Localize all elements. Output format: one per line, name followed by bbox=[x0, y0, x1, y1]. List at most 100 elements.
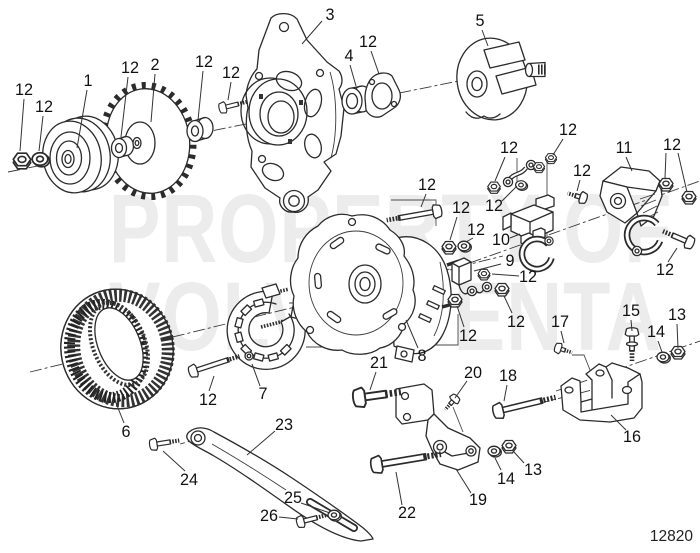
part-callout-3: 3 bbox=[325, 6, 334, 24]
hex-nut bbox=[501, 439, 517, 454]
leader-line bbox=[456, 305, 465, 328]
rotor-part bbox=[456, 37, 546, 121]
part-callout-20: 20 bbox=[464, 364, 482, 382]
leader-line bbox=[278, 516, 299, 520]
part-callout-12: 12 bbox=[359, 33, 377, 51]
part-callout-12: 12 bbox=[222, 64, 240, 82]
hex-nut bbox=[494, 282, 510, 297]
figure-number: 12820 bbox=[650, 528, 693, 545]
hex-nut bbox=[670, 345, 686, 360]
hex-nut bbox=[477, 268, 491, 281]
part-callout-12: 12 bbox=[485, 197, 503, 215]
part-callout-12: 12 bbox=[573, 162, 591, 180]
part-callout-2: 2 bbox=[150, 56, 159, 74]
small-bearing-part bbox=[110, 135, 142, 159]
part-callout-11: 11 bbox=[616, 139, 633, 157]
leader-line bbox=[349, 64, 357, 87]
leader-line bbox=[667, 247, 678, 263]
part-callout-12: 12 bbox=[467, 221, 485, 239]
part-callout-4: 4 bbox=[344, 47, 353, 65]
flat-washer bbox=[31, 151, 51, 168]
hex-nut bbox=[441, 240, 457, 255]
hex-nut bbox=[487, 181, 501, 194]
leader-line bbox=[197, 70, 204, 121]
terminal-ring bbox=[544, 236, 554, 246]
front-bracket-part bbox=[240, 12, 345, 213]
leader-line bbox=[494, 156, 506, 182]
pulley-part bbox=[42, 115, 119, 194]
part-callout-13: 13 bbox=[668, 306, 686, 324]
part-callout-23: 23 bbox=[275, 416, 293, 434]
leader-line bbox=[560, 330, 565, 344]
front-bearing-part bbox=[341, 85, 373, 115]
part-callout-1: 1 bbox=[83, 72, 92, 90]
hex-nut bbox=[532, 162, 546, 174]
part-callout-12: 12 bbox=[519, 268, 537, 286]
leader-line bbox=[501, 185, 518, 202]
bolt bbox=[491, 390, 557, 421]
part-callout-16: 16 bbox=[623, 428, 641, 446]
leader-line bbox=[455, 468, 472, 494]
leader-line bbox=[677, 152, 688, 193]
leader-line bbox=[481, 29, 489, 47]
part-callout-12: 12 bbox=[507, 313, 525, 331]
vertical-bolt bbox=[625, 328, 639, 361]
part-callout-5: 5 bbox=[475, 12, 484, 30]
leader-line bbox=[19, 98, 25, 152]
leader-line bbox=[676, 323, 679, 349]
leader-line bbox=[115, 402, 125, 424]
leader-line bbox=[473, 263, 502, 272]
leader-line bbox=[162, 450, 186, 472]
bearing-retainer-part bbox=[364, 72, 401, 118]
leader-line bbox=[513, 451, 525, 464]
leader-line bbox=[370, 50, 380, 75]
leader-line bbox=[657, 340, 663, 353]
part-callout-13: 13 bbox=[524, 461, 542, 479]
leader-line bbox=[494, 457, 502, 471]
flat-washer bbox=[515, 180, 529, 191]
leader-line bbox=[395, 471, 403, 506]
part-callout-17: 17 bbox=[551, 313, 569, 331]
hex-nut bbox=[12, 152, 32, 170]
leader-line bbox=[454, 380, 468, 399]
wire-clip-part bbox=[502, 159, 537, 188]
bolt bbox=[149, 434, 180, 451]
part-callout-22: 22 bbox=[398, 504, 416, 522]
leader-line bbox=[576, 179, 581, 192]
part-callout-7: 7 bbox=[258, 385, 267, 403]
regulator-cover-part bbox=[599, 166, 664, 257]
hex-nut bbox=[447, 293, 463, 308]
leader-line bbox=[246, 430, 276, 456]
spacer-part bbox=[186, 116, 214, 143]
bolt bbox=[352, 382, 403, 408]
part-callout-9: 9 bbox=[505, 252, 514, 270]
part-callout-24: 24 bbox=[180, 471, 198, 489]
part-callout-12: 12 bbox=[195, 53, 213, 71]
leader-line bbox=[449, 216, 458, 241]
brush-holder-part bbox=[502, 194, 555, 273]
leader-line bbox=[369, 371, 377, 391]
hex-nut bbox=[658, 177, 674, 192]
leader-line bbox=[405, 319, 419, 349]
part-callout-12: 12 bbox=[656, 261, 674, 279]
part-callout-8: 8 bbox=[417, 347, 426, 365]
leader-line bbox=[227, 81, 232, 101]
adjusting-arm-part bbox=[186, 427, 374, 542]
leader-line bbox=[610, 414, 627, 431]
part-callout-12: 12 bbox=[459, 327, 477, 345]
part-callout-25: 25 bbox=[284, 489, 302, 507]
part-callout-21: 21 bbox=[370, 354, 388, 372]
part-callout-12: 12 bbox=[418, 176, 436, 194]
part-callout-18: 18 bbox=[499, 367, 517, 385]
part-callout-12: 12 bbox=[559, 121, 577, 139]
hex-nut bbox=[681, 190, 697, 205]
part-callout-14: 14 bbox=[647, 323, 665, 341]
part-callout-12: 12 bbox=[452, 199, 470, 217]
part-callout-12: 12 bbox=[35, 98, 53, 116]
part-callout-19: 19 bbox=[469, 491, 487, 509]
terminal-ring bbox=[502, 176, 514, 188]
leader-line bbox=[420, 193, 427, 208]
leader-line bbox=[491, 273, 520, 277]
